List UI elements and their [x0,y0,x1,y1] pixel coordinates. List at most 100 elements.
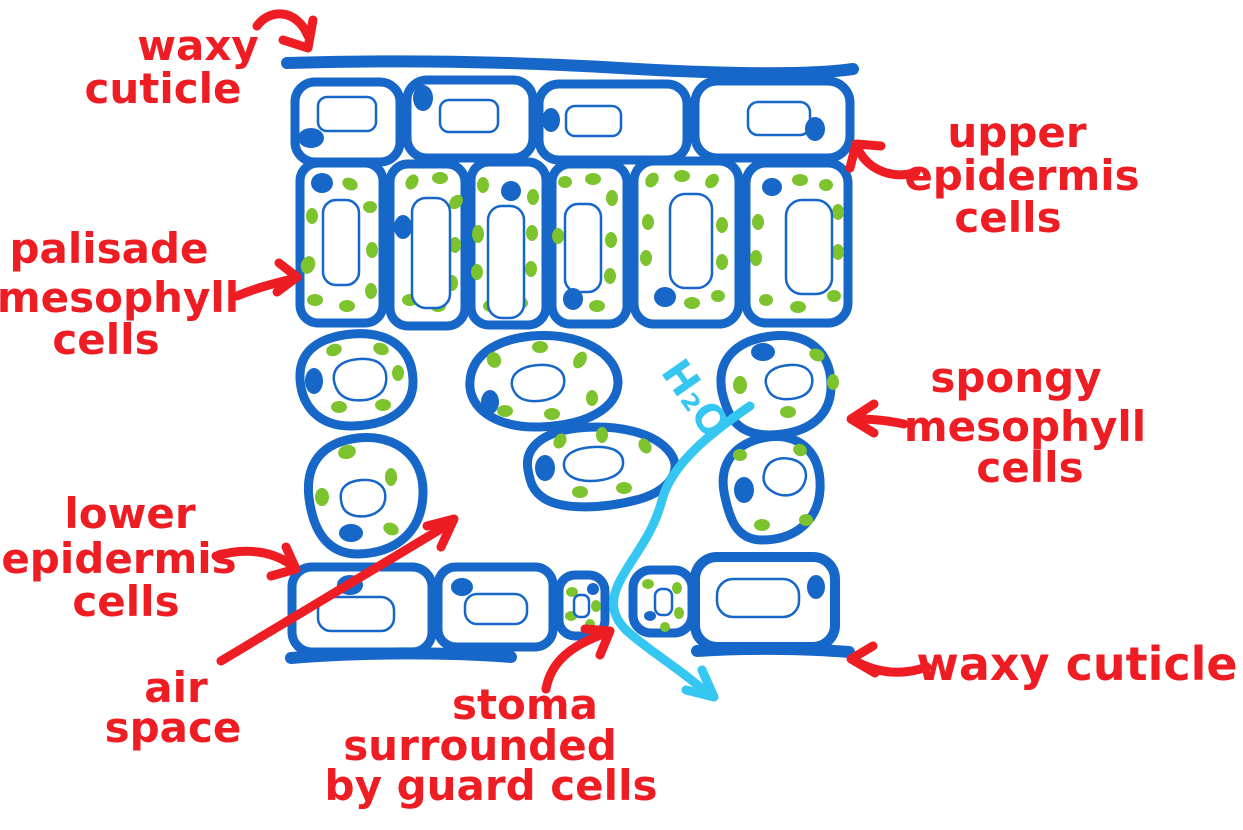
vacuole [564,104,623,138]
label-stoma: by guard cells [325,761,658,810]
label-palisade-mesophyll: cells [52,315,159,364]
vacuole [653,587,674,617]
vacuole [715,577,801,619]
vacuole [746,100,812,137]
lower-epidermis-cells [287,552,840,657]
spongy-cell [295,329,418,431]
vacuole [316,595,396,633]
vacuole [410,196,452,310]
upper-epidermis-cell [690,76,855,163]
vacuole [784,198,834,296]
waxy-cuticle-bottom-left-line [285,647,517,664]
palisade-cell [629,156,744,329]
annotation-arrows [211,9,932,694]
label-lower-epidermis: cells [72,577,179,626]
spongy-mesophyll-cells [295,329,839,559]
upper-epidermis-cell [290,77,405,167]
arrow-waxy-cuticle-top [252,9,318,53]
chloroplasts [552,173,618,312]
chloroplasts [642,579,684,632]
label-stoma: surrounded [343,721,617,770]
label-lower-epidermis: lower [64,489,196,538]
nucleus [751,343,775,361]
label-waxy-cuticle-bottom: waxy cuticle [916,637,1237,691]
label-upper-epidermis: upper [947,108,1087,157]
palisade-cell [295,158,388,328]
label-palisade-mesophyll: mesophyll [0,273,239,322]
label-spongy-mesophyll: mesophyll [904,402,1146,451]
palisade-cell [547,159,632,329]
chloroplasts [640,170,728,309]
annotation-labels: waxy cuticle upper epidermis cells palis… [0,21,1238,810]
chloroplasts [733,443,813,531]
chloroplasts [750,174,844,313]
chloroplasts [300,177,378,312]
nucleus [805,117,825,141]
label-lower-epidermis: epidermis [1,534,236,583]
vacuole [463,592,529,626]
palisade-cell [385,159,470,331]
arrow-lower-epidermis [211,542,301,581]
label-spongy-mesophyll: cells [976,443,1083,492]
spongy-cell [718,432,825,545]
nucleus [762,178,782,196]
lower-epidermis-cell [690,552,840,652]
vacuole [563,202,603,294]
label-upper-epidermis: cells [954,193,1061,242]
nucleus [413,85,433,111]
nucleus [587,583,599,595]
chloroplasts [486,341,598,420]
arrow-palisade-mesophyll [232,258,302,301]
vacuole [332,357,388,402]
nucleus [542,108,560,132]
arrow-stoma [541,624,615,694]
nucleus [305,368,323,394]
palisade-cell [466,157,551,330]
vacuole [572,593,591,619]
nucleus [394,215,412,239]
vacuole [764,363,814,401]
spongy-cell [465,330,623,432]
guard-cell [554,570,610,641]
spongy-cell [522,422,680,512]
lower-epidermis-cell [433,562,558,652]
nucleus [339,524,363,542]
chloroplasts [553,427,652,498]
label-palisade-mesophyll: palisade [9,224,208,273]
upper-epidermis-cell [402,75,538,163]
nucleus [807,575,825,599]
nucleus [734,477,754,503]
chloroplasts [315,444,399,536]
arrow-upper-epidermis [845,139,921,180]
nucleus [311,173,333,193]
nucleus [451,578,473,596]
upper-epidermis-cell [534,79,692,165]
guard-cell [628,565,697,638]
nucleus [563,288,583,310]
nucleus [654,287,676,307]
vacuole [562,445,625,483]
spongy-cell [303,433,428,559]
waxy-cuticle-top-line [281,55,859,80]
vacuole [321,198,361,287]
vacuole [510,363,566,403]
nucleus [298,128,324,148]
nucleus [535,455,555,481]
label-spongy-mesophyll: spongy [930,353,1101,402]
nucleus [481,390,499,414]
vacuole [762,457,808,497]
vacuole [316,95,378,133]
label-upper-epidermis: epidermis [904,151,1139,200]
arrow-waxy-cuticle-bottom [846,641,932,678]
vacuole [486,204,526,320]
vacuole [438,98,500,134]
nucleus [644,611,656,621]
vacuole [668,192,714,290]
label-waxy-cuticle-top: cuticle [84,64,241,113]
label-air-space: space [105,703,242,752]
chloroplasts [326,342,404,413]
upper-epidermis-cells [290,75,855,167]
nucleus [501,181,521,201]
